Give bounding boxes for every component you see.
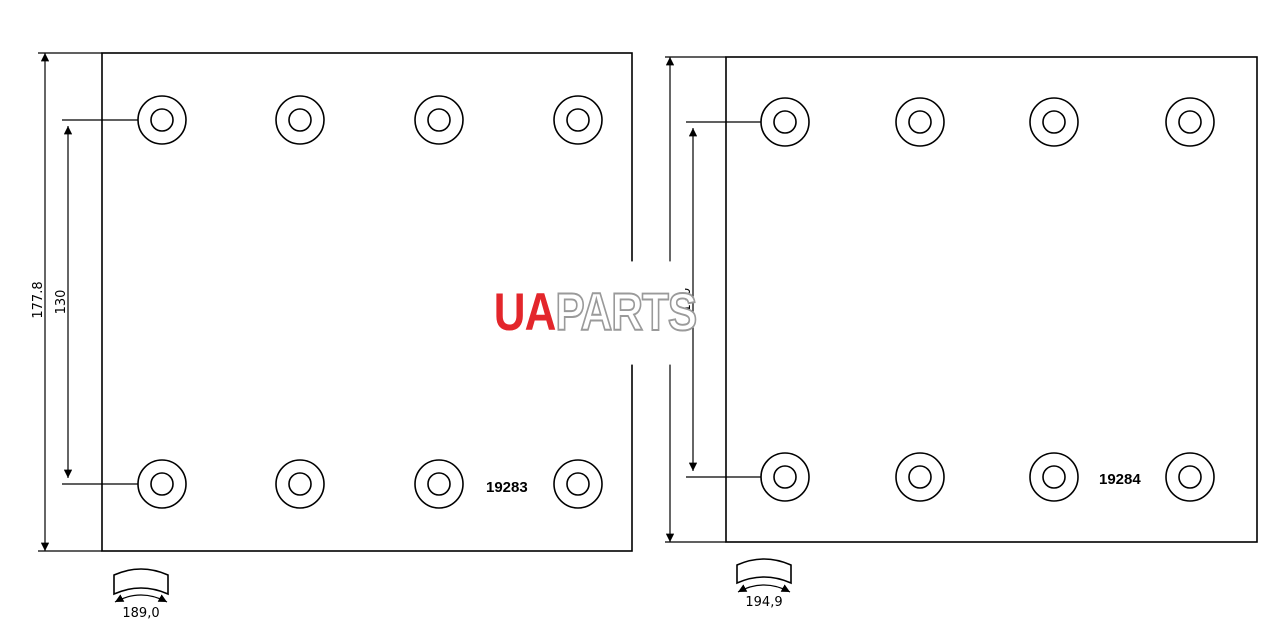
logo-part-parts: PARTS — [555, 282, 698, 343]
arc-width-label: 189,0 — [122, 606, 159, 621]
rivet-hole — [414, 459, 464, 509]
rivet-hole — [1029, 97, 1079, 147]
rivet-hole — [1165, 97, 1215, 147]
hole-spacing-dimension: 130 — [54, 119, 138, 485]
arc-width-symbol: 194,9 — [736, 558, 792, 610]
height-dimension: 177.8 — [31, 52, 102, 552]
part-number: 19283 — [486, 479, 528, 496]
arc-width-symbol: 189,0 — [113, 568, 169, 621]
rivet-hole — [414, 95, 464, 145]
rivet-hole — [895, 452, 945, 502]
rivet-hole — [275, 459, 325, 509]
hole-spacing-label: 130 — [54, 290, 69, 315]
brake-pad-right: 130 19284 194,9 — [665, 56, 1258, 610]
rivet-hole — [553, 459, 603, 509]
brake-pad-left: 177.8 130 19283 189,0 — [31, 52, 633, 621]
rivet-hole — [760, 452, 810, 502]
rivet-hole — [553, 95, 603, 145]
rivet-hole — [895, 97, 945, 147]
arc-width-label: 194,9 — [745, 595, 782, 610]
rivet-hole — [275, 95, 325, 145]
height-label: 177.8 — [31, 281, 46, 318]
rivet-hole — [760, 97, 810, 147]
rivet-hole — [137, 459, 187, 509]
logo-part-ua: UA — [493, 283, 557, 342]
rivet-hole — [1165, 452, 1215, 502]
rivet-hole — [137, 95, 187, 145]
pad-outline — [725, 56, 1258, 543]
rivet-hole — [1029, 452, 1079, 502]
part-number: 19284 — [1099, 471, 1141, 488]
